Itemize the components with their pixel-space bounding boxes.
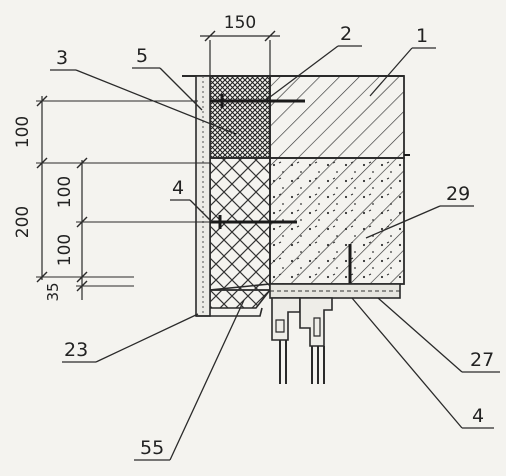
leader-2 [265, 45, 339, 101]
callout-1: 1 [416, 25, 428, 47]
tick-6 [76, 271, 88, 283]
frame-profile-right [299, 297, 333, 347]
dim-left-upper: 100 [13, 116, 33, 148]
dim-top-value: 150 [224, 13, 256, 33]
tick-4 [76, 157, 88, 169]
tick-7 [76, 280, 88, 292]
leader-3 [75, 69, 237, 135]
leader-27 [377, 297, 463, 373]
callout-4-upper: 4 [172, 177, 184, 199]
callout-3: 3 [56, 47, 68, 69]
dim-left-outer: 200 [13, 206, 33, 238]
leader-1 [369, 47, 413, 97]
frame-chamber-a [275, 319, 285, 333]
insulation-upper-dense [209, 75, 271, 159]
leader-29 [365, 205, 441, 239]
callout-5: 5 [136, 45, 148, 67]
tick-3 [36, 271, 48, 283]
leader-4-lower [351, 297, 463, 429]
leader-55 [169, 299, 245, 461]
frame-chamber-b [313, 317, 321, 337]
dim-top-tick-right [264, 30, 276, 42]
callout-4-lower: 4 [472, 405, 484, 427]
callout-27: 27 [470, 349, 494, 371]
dim-left-lower: 100 [55, 234, 75, 266]
tick-5 [76, 216, 88, 228]
tick-1 [36, 95, 48, 107]
frame-profile-left [271, 297, 301, 341]
callout-2: 2 [340, 23, 352, 45]
leader-23 [95, 313, 199, 363]
dim-left-mid: 100 [55, 176, 75, 208]
render-bottom-return [196, 307, 263, 317]
dim-top-tick-left [204, 30, 216, 42]
callout-55: 55 [140, 437, 164, 459]
callout-23: 23 [64, 339, 88, 361]
tick-2 [36, 157, 48, 169]
wall-upper-block [269, 75, 405, 159]
callout-29: 29 [446, 183, 470, 205]
leader-4-upper [189, 199, 213, 223]
dim-left-small: 35 [44, 282, 62, 301]
leader-5 [159, 67, 203, 111]
